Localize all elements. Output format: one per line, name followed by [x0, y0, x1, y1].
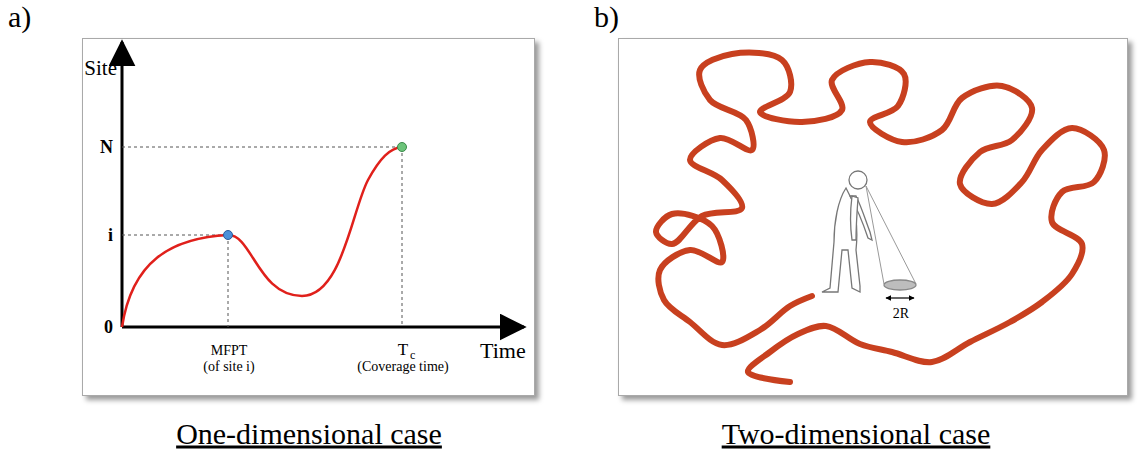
axis-label: Time: [480, 339, 526, 363]
time-label: MFPT: [211, 343, 248, 358]
panel-caption: One-dimensional case: [176, 417, 442, 450]
trajectory-curve: [122, 147, 402, 327]
random-walk: [656, 53, 1105, 382]
time-label: T: [398, 341, 408, 360]
panel-frame: SiteNi0MFPT(of site i)Tc(Coverage time)T…: [82, 38, 535, 396]
mfpt-dot: [224, 231, 233, 240]
searcher-figure: [822, 171, 916, 298]
tick-label: 0: [104, 318, 113, 338]
tick-label: N: [100, 138, 113, 158]
panel-letter: b): [594, 0, 619, 33]
guide-lines: [122, 147, 402, 327]
coverage-dot: [398, 143, 407, 152]
panel-frame: 2RTwo-dimensional case: [618, 38, 1128, 396]
panel-letter: a): [8, 0, 31, 33]
y-axis: [121, 42, 124, 327]
radius-arrow: [886, 297, 914, 298]
plot: [122, 42, 524, 327]
time-note: (Coverage time): [357, 359, 448, 374]
panel-caption: Two-dimensional case: [722, 417, 991, 450]
time-note: (of site i): [203, 359, 254, 374]
walk-path: [656, 53, 1105, 382]
dimension-label: 2R: [893, 306, 909, 321]
tick-label: i: [108, 226, 113, 246]
axis-label: Site: [84, 57, 117, 80]
x-axis: [122, 326, 524, 329]
